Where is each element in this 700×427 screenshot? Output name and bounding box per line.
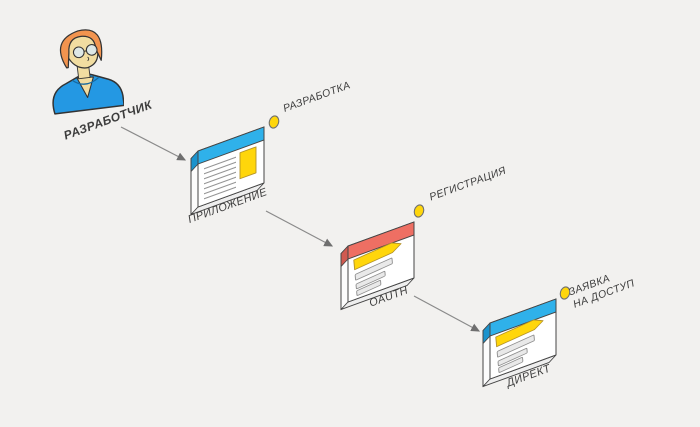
window-gray-bar bbox=[355, 270, 386, 290]
window-gray-bar bbox=[498, 356, 524, 373]
avatar-nose bbox=[87, 56, 90, 62]
avatar-glasses-left-lens bbox=[72, 46, 85, 59]
window-banner-block bbox=[239, 146, 257, 180]
milestone-bullet-icon bbox=[413, 204, 425, 218]
oauth-window-icon bbox=[340, 221, 415, 311]
direct-window-icon bbox=[482, 298, 557, 388]
milestone-label-access-request: ЗАЯВКА НА ДОСТУП bbox=[567, 258, 655, 311]
arrow-developer-to-app bbox=[120, 126, 187, 161]
milestone-bullet-icon bbox=[559, 286, 571, 300]
milestone-label-development: РАЗРАБОТКА bbox=[281, 79, 353, 115]
window-banner-arrow bbox=[495, 319, 544, 348]
avatar-glasses-bridge bbox=[83, 50, 87, 52]
window-titlebar bbox=[489, 298, 557, 337]
window-gray-bar bbox=[496, 334, 535, 358]
milestone-label-registration: РЕГИСТРАЦИЯ bbox=[427, 164, 508, 204]
window-titlebar bbox=[347, 221, 415, 260]
app-window-icon bbox=[190, 126, 265, 216]
developer-avatar-icon bbox=[52, 29, 124, 115]
avatar-collar bbox=[71, 76, 100, 85]
window-text-lines bbox=[204, 156, 236, 200]
window-titlebar bbox=[197, 126, 265, 165]
window-gray-bar bbox=[354, 257, 393, 281]
window-gray-bar bbox=[356, 279, 382, 296]
window-banner-arrow bbox=[353, 242, 402, 271]
milestone-bullet-icon bbox=[268, 115, 280, 129]
window-gray-bar bbox=[497, 347, 528, 367]
